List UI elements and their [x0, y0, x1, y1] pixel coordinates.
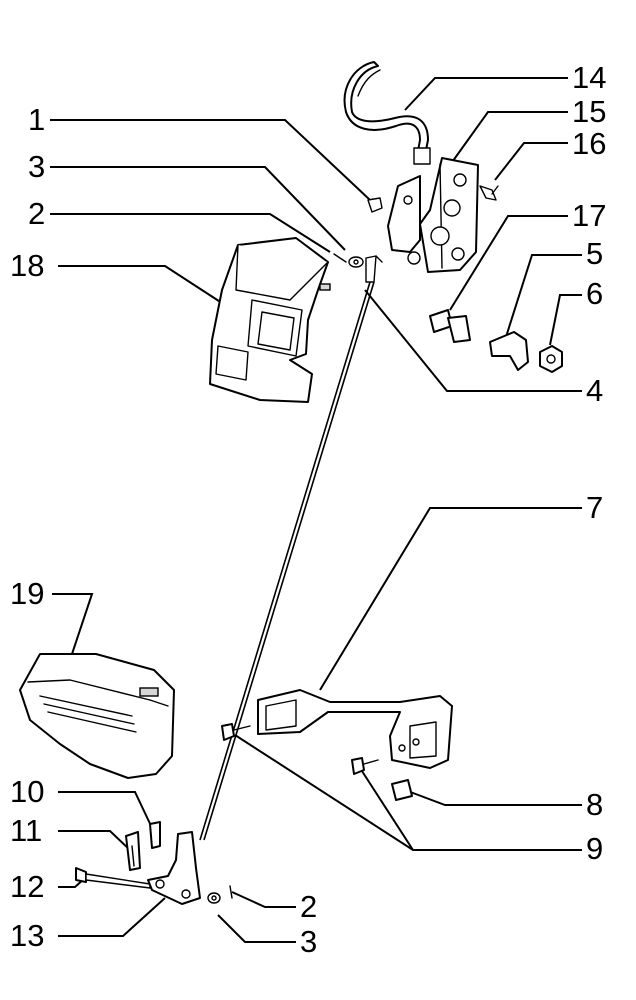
leader-17	[449, 215, 568, 311]
part-4-cable-end	[365, 255, 383, 283]
part-7-grab-handle	[257, 689, 453, 769]
part-17-pin	[429, 309, 471, 343]
part-3-washer-lower	[207, 892, 221, 904]
leader-3-lower	[217, 914, 296, 943]
callout-6: 6	[586, 276, 603, 311]
leader-15	[449, 111, 568, 166]
leader-8	[404, 789, 582, 806]
callout-1: 1	[28, 102, 45, 137]
leader-19	[52, 593, 94, 661]
leader-5	[504, 254, 582, 341]
part-2-pin-lower	[229, 885, 233, 899]
callout-13: 13	[10, 918, 44, 953]
callout-2-upper: 2	[28, 196, 45, 231]
callout-9: 9	[586, 831, 603, 866]
callout-3-upper: 3	[28, 149, 45, 184]
leader-13	[58, 897, 166, 937]
leader-6	[549, 294, 582, 346]
leader-16	[494, 142, 568, 181]
release-cable	[199, 281, 375, 841]
part-16-screw	[479, 185, 499, 201]
callout-labels: 1 3 2 18 14 15 16 17 5 6 4 7 19 8 9 10 1…	[10, 60, 606, 959]
leader-10	[58, 791, 154, 831]
part-11-fork	[125, 831, 141, 871]
part-5-bracket	[489, 331, 529, 371]
part-9-bolts	[221, 723, 379, 775]
part-10-clip	[149, 821, 161, 849]
callout-4: 4	[586, 373, 603, 408]
leader-2-lower	[231, 891, 296, 908]
leader-2-upper	[50, 213, 331, 253]
callout-16: 16	[572, 126, 606, 161]
part-3-washer-upper	[348, 256, 364, 268]
callout-11: 11	[10, 813, 42, 848]
leader-1	[50, 119, 371, 201]
callout-7: 7	[586, 490, 603, 525]
part-8-spacer	[391, 779, 413, 801]
part-18-cover	[209, 237, 331, 403]
callout-2-lower: 2	[300, 889, 317, 924]
leader-7	[319, 507, 582, 691]
part-13-lever	[147, 831, 201, 905]
part-15-lock-mechanism	[387, 157, 479, 273]
part-2-pin-upper	[333, 253, 347, 263]
callout-8: 8	[586, 787, 603, 822]
part-6-nut	[539, 345, 563, 373]
callout-14: 14	[572, 60, 606, 95]
callout-18: 18	[10, 248, 44, 283]
part-1-screw	[367, 197, 383, 213]
callout-15: 15	[572, 94, 606, 129]
leader-14	[404, 77, 568, 111]
callout-12: 12	[10, 869, 44, 904]
callout-17: 17	[572, 198, 606, 233]
leader-lines	[50, 77, 582, 943]
part-14-handle-strap	[343, 61, 431, 165]
callout-10: 10	[10, 774, 44, 809]
part-12-long-bolt	[75, 867, 151, 889]
part-19-trim-cover	[19, 653, 175, 779]
leader-3-upper	[50, 166, 346, 251]
leader-4	[364, 289, 582, 392]
callout-5: 5	[586, 236, 603, 271]
leader-18	[58, 265, 226, 306]
leader-9b	[359, 767, 414, 851]
leader-11	[58, 830, 131, 851]
callout-3-lower: 3	[300, 924, 317, 959]
callout-19: 19	[10, 576, 44, 611]
